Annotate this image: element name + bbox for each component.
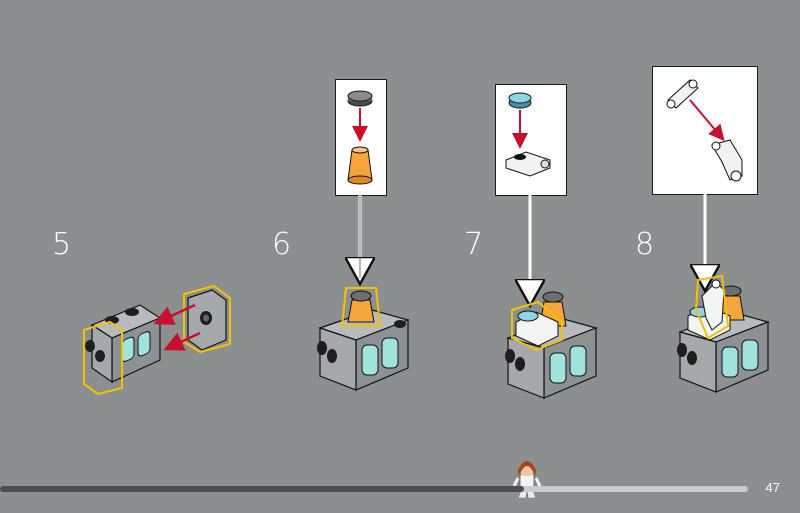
step-8-assembly [677,274,770,393]
step-7-callout-parts [505,92,551,177]
progress-track [0,486,748,492]
step-6-assembly [317,287,410,391]
step-7-assembly [505,291,598,399]
page-number: 47 [765,480,780,495]
minifigure-progress-icon [512,461,542,499]
step-6-callout-parts [347,90,373,185]
step-number-5: 5 [52,227,72,262]
step-number-8: 8 [635,227,655,262]
step-number-6: 6 [272,227,292,262]
progress-fill [0,486,524,492]
step-5-assembly [83,284,231,396]
step-number-7: 7 [464,227,484,262]
step-8-callout-parts [666,79,743,182]
